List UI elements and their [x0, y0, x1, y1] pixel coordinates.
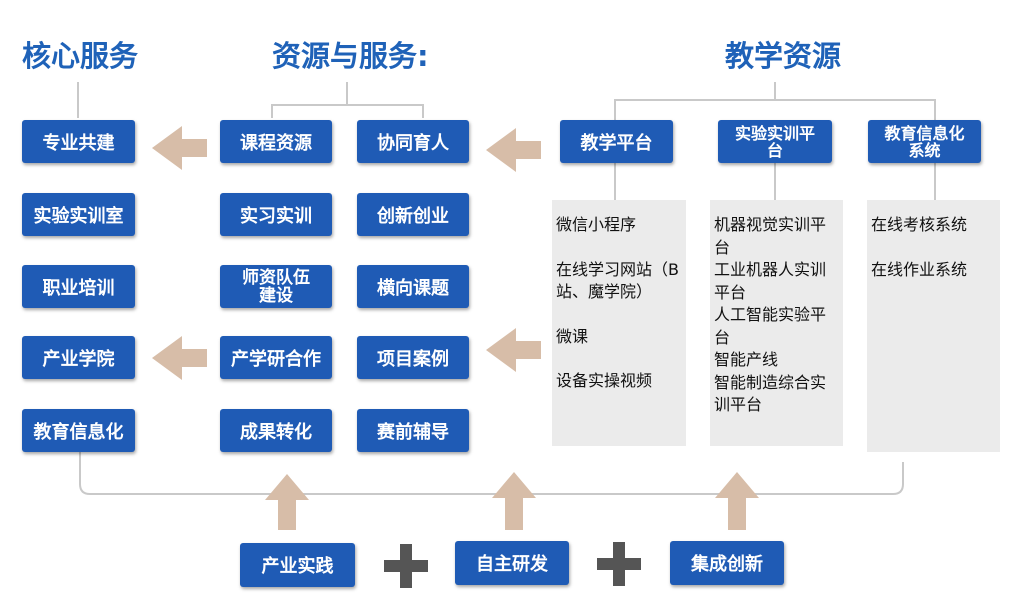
platform-item-3: 微课 — [556, 326, 589, 346]
resource-box-10: 赛前辅导 — [357, 409, 469, 452]
resource-box-9: 项目案例 — [357, 336, 469, 379]
core-service-box-3: 职业培训 — [22, 265, 135, 308]
core-service-box-4: 产业学院 — [22, 336, 135, 379]
resource-box-3: 师资队伍建设 — [220, 265, 332, 308]
lab-item-4: 智能产线 — [714, 350, 779, 369]
info-item-1: 在线考核系统 — [871, 215, 968, 234]
resource-box-8: 横向课题 — [357, 265, 469, 308]
resource-box-4: 产学研合作 — [220, 336, 332, 379]
plus-icon-2-v — [613, 542, 625, 586]
bottom-box-integrated-innovation: 集成创新 — [670, 541, 784, 585]
arrow-left-2 — [152, 336, 207, 380]
arrow-up-2 — [492, 472, 536, 530]
teaching-bracket — [614, 82, 936, 120]
teaching-platform-panel: 微信小程序 在线学习网站（B站、魔学院） 微课 设备实操视频 — [552, 200, 686, 446]
lab-item-2: 工业机器人实训平台 — [714, 260, 827, 302]
resource-box-2: 实习实训 — [220, 193, 332, 236]
core-service-box-2: 实验实训室 — [22, 193, 135, 236]
heading-teaching-resources: 教学资源 — [725, 39, 842, 73]
bottom-bracket — [79, 452, 904, 495]
platform-item-1: 微信小程序 — [556, 215, 637, 234]
teaching-platform-title: 教学平台 — [560, 120, 673, 163]
lab-item-3: 人工智能实验平台 — [714, 305, 827, 347]
info-system-panel: 在线考核系统 在线作业系统 — [867, 200, 1000, 452]
resource-box-1: 课程资源 — [220, 120, 332, 163]
core-service-box-1: 专业共建 — [22, 120, 135, 163]
lab-platform-title: 实验实训平台 — [718, 120, 832, 163]
platform-item-2: 在线学习网站（B站、魔学院） — [556, 259, 679, 302]
arrow-left-1 — [152, 126, 207, 170]
lab-item-1: 机器视觉实训平台 — [714, 215, 827, 257]
core-service-box-5: 教育信息化 — [22, 409, 135, 452]
bottom-box-independent-rd: 自主研发 — [455, 541, 569, 585]
resource-box-5: 成果转化 — [220, 409, 332, 452]
arrow-up-1 — [265, 474, 309, 530]
heading-core-services: 核心服务 — [22, 39, 139, 73]
resources-bracket — [271, 82, 424, 118]
arrow-up-3 — [715, 472, 759, 530]
lab-platform-panel: 机器视觉实训平台 工业机器人实训平台 人工智能实验平台 智能产线 智能制造综合实… — [710, 200, 843, 446]
lab-item-5: 智能制造综合实训平台 — [714, 372, 827, 415]
platform-item-4: 设备实操视频 — [556, 371, 653, 390]
arrow-left-4 — [486, 328, 541, 372]
arrow-left-3 — [486, 128, 541, 172]
plus-icon-1-v — [400, 544, 412, 588]
resource-box-6: 协同育人 — [357, 120, 469, 163]
info-item-2: 在线作业系统 — [871, 259, 968, 279]
resource-box-7: 创新创业 — [357, 193, 469, 236]
bottom-box-industry-practice: 产业实践 — [240, 543, 355, 587]
info-system-title: 教育信息化系统 — [868, 120, 981, 163]
heading-resources-services: 资源与服务: — [272, 39, 429, 73]
